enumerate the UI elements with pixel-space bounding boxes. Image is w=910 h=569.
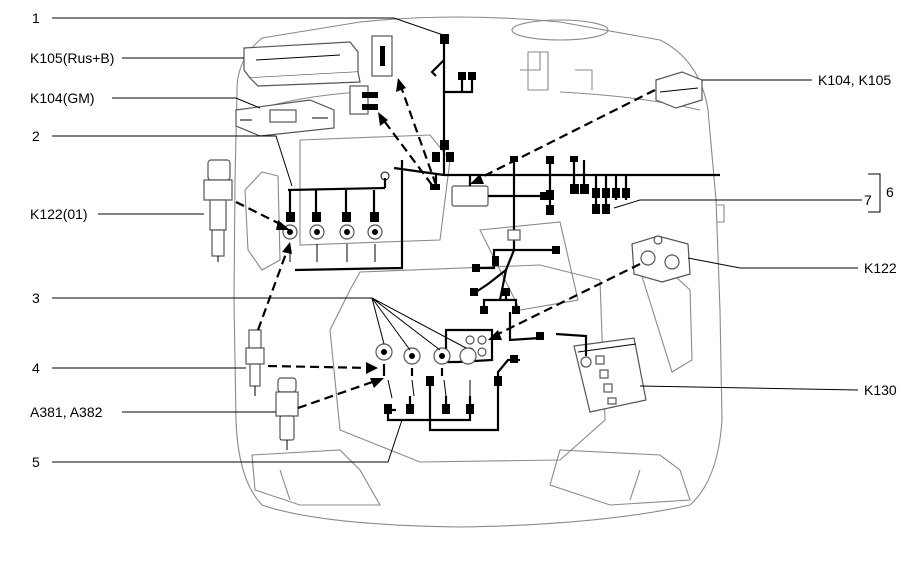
label-2: 2 [32, 128, 40, 144]
k122-01-ignition-coil [203, 159, 233, 262]
labels: 1 K105(Rus+B) K104(GM) 2 K122(01) 3 4 A3… [30, 10, 897, 470]
k105-control-unit [243, 41, 361, 87]
k104-k105-relay [655, 71, 703, 109]
battery [555, 332, 647, 413]
label-1: 1 [32, 10, 40, 26]
ecu-connectors [349, 35, 393, 115]
upper-coil-bank [282, 160, 404, 272]
label-k105-rus: K105(Rus+B) [30, 50, 114, 66]
label-a381-a382: A381, A382 [30, 404, 103, 420]
label-k122: K122 [864, 260, 897, 276]
fuel-injector [275, 377, 299, 450]
main-harness [393, 34, 720, 342]
label-3: 3 [32, 290, 40, 306]
k104-control-unit [235, 99, 335, 137]
label-k130: K130 [864, 382, 897, 398]
label-7: 7 [864, 192, 872, 208]
connection-arrows [235, 78, 656, 410]
label-6: 6 [886, 184, 894, 200]
spark-plug [245, 329, 265, 396]
label-k122-01: K122(01) [30, 206, 88, 222]
vehicle-outline [233, 16, 725, 528]
label-4: 4 [32, 360, 40, 376]
leader-lines [52, 17, 881, 463]
k122-ignition-coil [631, 235, 691, 283]
label-k104-k105: K104, K105 [818, 72, 891, 88]
label-k104-gm: K104(GM) [30, 90, 95, 106]
label-5: 5 [32, 454, 40, 470]
lower-coil-harness [375, 328, 520, 432]
